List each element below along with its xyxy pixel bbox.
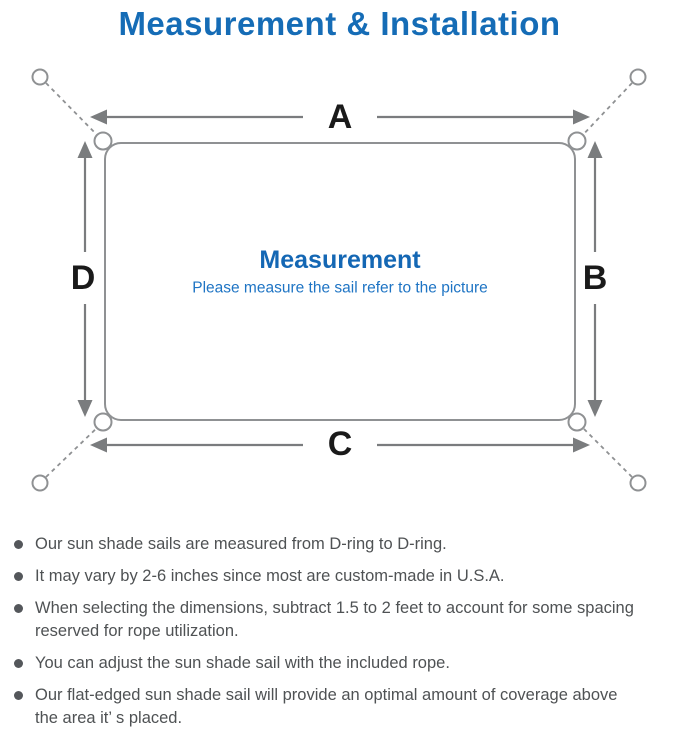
page-title: Measurement & Installation (118, 5, 561, 42)
d-ring-bottom-right (567, 412, 587, 432)
list-item: Our sun shade sails are measured from D-… (9, 533, 671, 556)
arrow-b (587, 141, 603, 417)
arrow-d (77, 141, 93, 417)
note-text: When selecting the dimensions, subtract … (35, 599, 634, 640)
d-ring-bottom-left (93, 412, 113, 432)
rope-top-left (45, 82, 102, 140)
bullet-icon (14, 540, 23, 549)
rope-bottom-right (578, 423, 633, 478)
bullet-icon (14, 659, 23, 668)
list-item: It may vary by 2-6 inches since most are… (9, 565, 671, 588)
sail-outline (104, 142, 576, 421)
bullet-icon (14, 572, 23, 581)
anchor-circle-bottom-left (31, 474, 49, 492)
d-ring-top-left (93, 131, 113, 151)
dim-label-a: A (328, 98, 353, 136)
dim-label-d: D (71, 259, 96, 297)
list-item: Our flat-edged sun shade sail will provi… (9, 684, 671, 730)
measurement-diagram: A C D B Measurement Please measure the s… (31, 68, 647, 492)
sail-center-subtitle: Please measure the sail refer to the pic… (192, 280, 488, 297)
note-text: You can adjust the sun shade sail with t… (35, 654, 450, 672)
corner-rope-lines (45, 82, 633, 478)
anchor-points (31, 68, 647, 492)
dim-label-c: C (328, 425, 353, 463)
arrow-c (90, 437, 590, 453)
bullet-icon (14, 604, 23, 613)
sail-center-title: Measurement (259, 246, 421, 274)
rope-bottom-left (45, 423, 102, 478)
list-item: You can adjust the sun shade sail with t… (9, 652, 671, 675)
anchor-circle-top-right (629, 68, 647, 86)
anchor-circle-top-left (31, 68, 49, 86)
rope-top-right (578, 82, 633, 140)
note-text: Our flat-edged sun shade sail will provi… (35, 686, 618, 727)
d-ring-top-right (567, 131, 587, 151)
note-text: Our sun shade sails are measured from D-… (35, 535, 447, 553)
anchor-circle-bottom-right (629, 474, 647, 492)
note-text: It may vary by 2-6 inches since most are… (35, 567, 505, 585)
list-item: When selecting the dimensions, subtract … (9, 597, 671, 643)
bullet-icon (14, 691, 23, 700)
notes-list: Our sun shade sails are measured from D-… (0, 533, 679, 730)
arrow-a (90, 109, 590, 125)
dim-label-b: B (583, 259, 608, 297)
d-rings (93, 131, 587, 432)
